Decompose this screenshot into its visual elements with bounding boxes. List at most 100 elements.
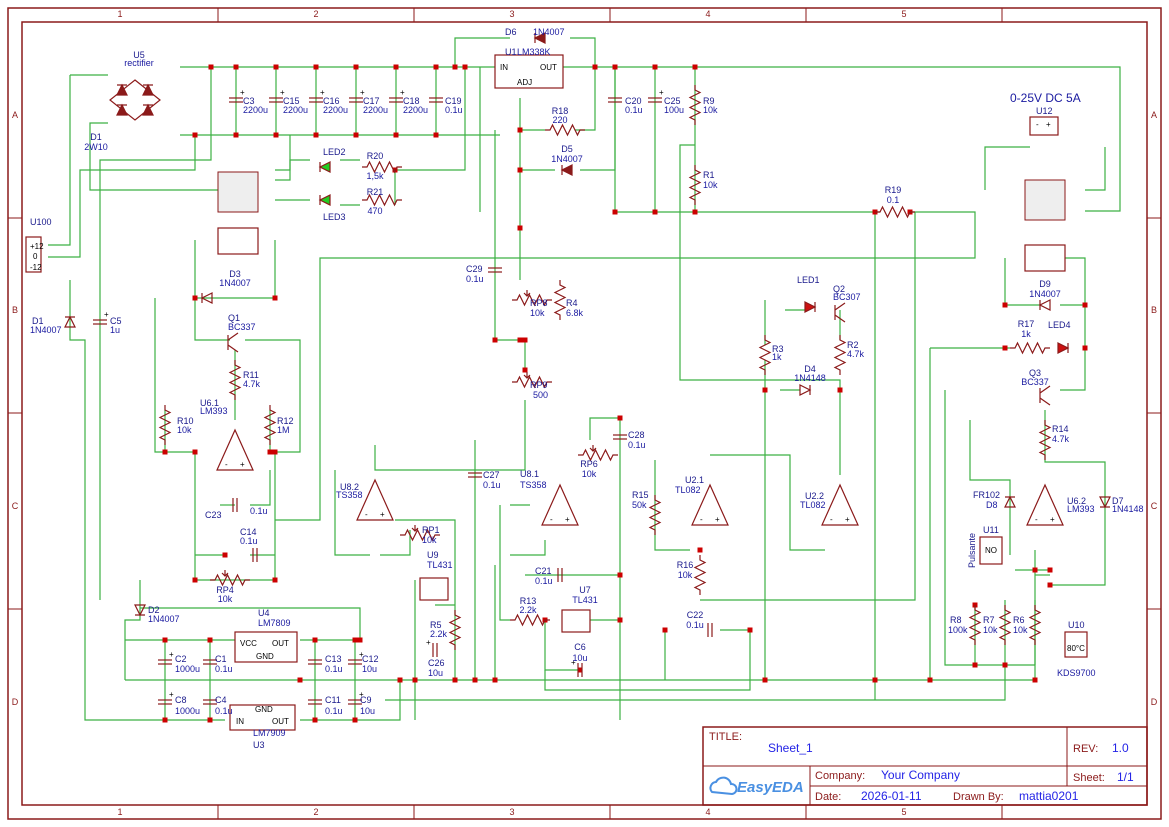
component-r2: R24.7k xyxy=(847,340,865,359)
value-label: 2200u xyxy=(323,105,348,115)
ref-designator: C15 xyxy=(283,96,300,106)
ref-designator: R1 xyxy=(703,170,715,180)
junction-dot xyxy=(397,677,403,683)
wire xyxy=(454,37,510,67)
plus-input: + xyxy=(565,515,570,524)
junction-dot xyxy=(313,132,319,138)
ref-designator: R3 xyxy=(772,344,784,354)
junction-dot xyxy=(353,64,359,70)
plus-input: + xyxy=(240,460,245,469)
electrolytic-capacitor: + xyxy=(229,88,245,103)
value-label: 470 xyxy=(367,206,382,216)
column-label: 2 xyxy=(313,807,318,817)
value-label: 1u xyxy=(110,325,120,335)
wiper-arrow xyxy=(523,290,531,297)
potentiometer-rp4 xyxy=(210,573,250,587)
column-label: 1 xyxy=(117,807,122,817)
ref-designator: R6 xyxy=(1013,615,1025,625)
value-label: 0.1u xyxy=(483,480,501,490)
component-labels: U5rectifierD12W10C32200uC152200uC162200u… xyxy=(30,27,1144,750)
ref-designator: C16 xyxy=(323,96,340,106)
easyeda-logo: EasyEDA xyxy=(709,776,804,796)
value-label: LM393 xyxy=(200,406,228,416)
value-label: 10k xyxy=(177,425,192,435)
electrolytic-capacitor: + xyxy=(348,650,364,665)
value-label: 10k xyxy=(1013,625,1028,635)
capacitor-c6: + xyxy=(571,658,583,677)
pin-label-u3-in: IN xyxy=(236,717,244,726)
value-label: 0.1u xyxy=(625,105,643,115)
wire xyxy=(700,212,916,601)
electrolytic-capacitor: + xyxy=(389,88,405,103)
junction-dot xyxy=(1032,567,1038,573)
wire xyxy=(984,146,1030,190)
regulator-u3 xyxy=(229,704,296,731)
column-label: 5 xyxy=(901,807,906,817)
electrolytic-capacitor: + xyxy=(648,88,664,103)
wire xyxy=(570,37,596,67)
ref-designator: Q1 xyxy=(228,313,240,323)
plus-sign: + xyxy=(169,690,174,699)
transistor-q1 xyxy=(227,332,239,353)
junction-dot xyxy=(872,677,878,683)
wire xyxy=(48,75,71,246)
minus-input: - xyxy=(830,515,833,524)
value-label: 10k xyxy=(582,469,597,479)
diode-d8 xyxy=(1004,495,1016,508)
ref-designator: U4 xyxy=(258,608,270,618)
resistor-r21 xyxy=(362,193,402,207)
title-block: TITLE: Sheet_1 REV: 1.0 Company: Your Co… xyxy=(702,726,1148,806)
opamp-u6-1 xyxy=(216,428,254,471)
value-label: 4.7k xyxy=(1052,434,1070,444)
junction-dot xyxy=(462,64,468,70)
junction-dot xyxy=(233,132,239,138)
rev-value: 1.0 xyxy=(1112,741,1129,755)
resistor-r10 xyxy=(158,405,172,445)
junction-dot xyxy=(352,637,358,643)
capacitor-c23 xyxy=(232,498,238,512)
junction-dot xyxy=(272,295,278,301)
capacitor xyxy=(608,97,622,103)
junction-dot xyxy=(577,667,583,673)
plus-sign: + xyxy=(571,658,576,667)
value-label: 4.7k xyxy=(847,349,865,359)
resistor-r15 xyxy=(648,495,662,535)
sheet-value: 1/1 xyxy=(1117,770,1134,784)
ref-designator: R19 xyxy=(885,185,902,195)
ref-designator: LED2 xyxy=(323,147,346,157)
junction-dot xyxy=(208,64,214,70)
ref-designator: C11 xyxy=(325,695,341,705)
value-label: TL431 xyxy=(572,595,598,605)
opamp-u2-2 xyxy=(821,483,859,526)
value-label: 0.1u xyxy=(215,706,233,716)
wire xyxy=(334,470,370,556)
row-label: A xyxy=(12,110,18,120)
value-label: D8 xyxy=(986,500,998,510)
ref-designator: R11 xyxy=(243,370,259,380)
capacitor xyxy=(308,659,322,665)
junction-dot xyxy=(162,637,168,643)
ref-designator: U11 xyxy=(983,525,999,535)
component-r4: R46.8k xyxy=(566,298,584,318)
junction-dot xyxy=(313,64,319,70)
wire xyxy=(494,130,526,370)
value-label: 10k xyxy=(530,308,545,318)
value-label: 10u xyxy=(572,653,587,663)
ref-designator: LED3 xyxy=(323,212,346,222)
